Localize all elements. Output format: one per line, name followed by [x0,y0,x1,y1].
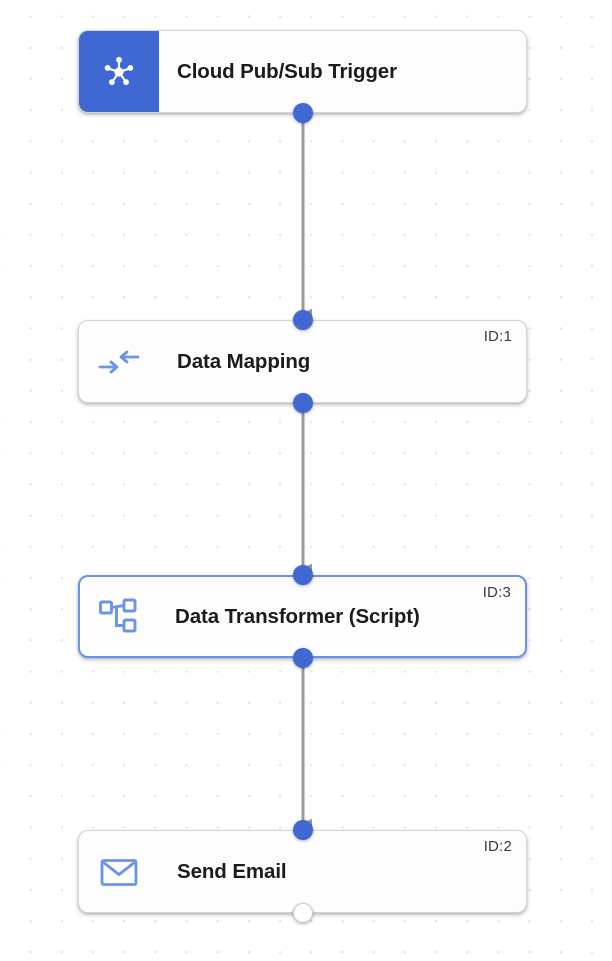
port-input-data-mapping[interactable] [293,310,313,330]
pubsub-hub-icon [79,31,159,112]
port-input-data-transformer-script[interactable] [293,565,313,585]
node-id-badge: ID:1 [483,328,512,345]
node-send-email[interactable]: Send Email ID:2 [78,830,527,913]
port-output-data-mapping[interactable] [293,393,313,413]
node-id-badge: ID:3 [482,584,511,601]
node-title: Data Transformer (Script) [175,604,420,628]
node-title: Send Email [177,859,287,883]
hierarchy-nodes-icon [80,577,158,656]
node-data-mapping[interactable]: Data Mapping ID:1 [78,320,527,403]
port-input-send-email[interactable] [293,820,313,840]
node-title: Cloud Pub/Sub Trigger [177,59,397,83]
node-title: Data Mapping [177,349,311,373]
port-output-cloud-pubsub-trigger[interactable] [293,103,313,123]
node-data-transformer-script[interactable]: Data Transformer (Script) ID:3 [78,575,527,658]
port-output-data-transformer-script[interactable] [293,648,313,668]
node-id-badge: ID:2 [483,838,512,855]
envelope-icon [79,831,159,912]
data-mapping-arrows-icon [79,321,159,402]
node-cloud-pubsub-trigger[interactable]: Cloud Pub/Sub Trigger [78,30,527,113]
port-output-send-email[interactable] [293,903,313,923]
